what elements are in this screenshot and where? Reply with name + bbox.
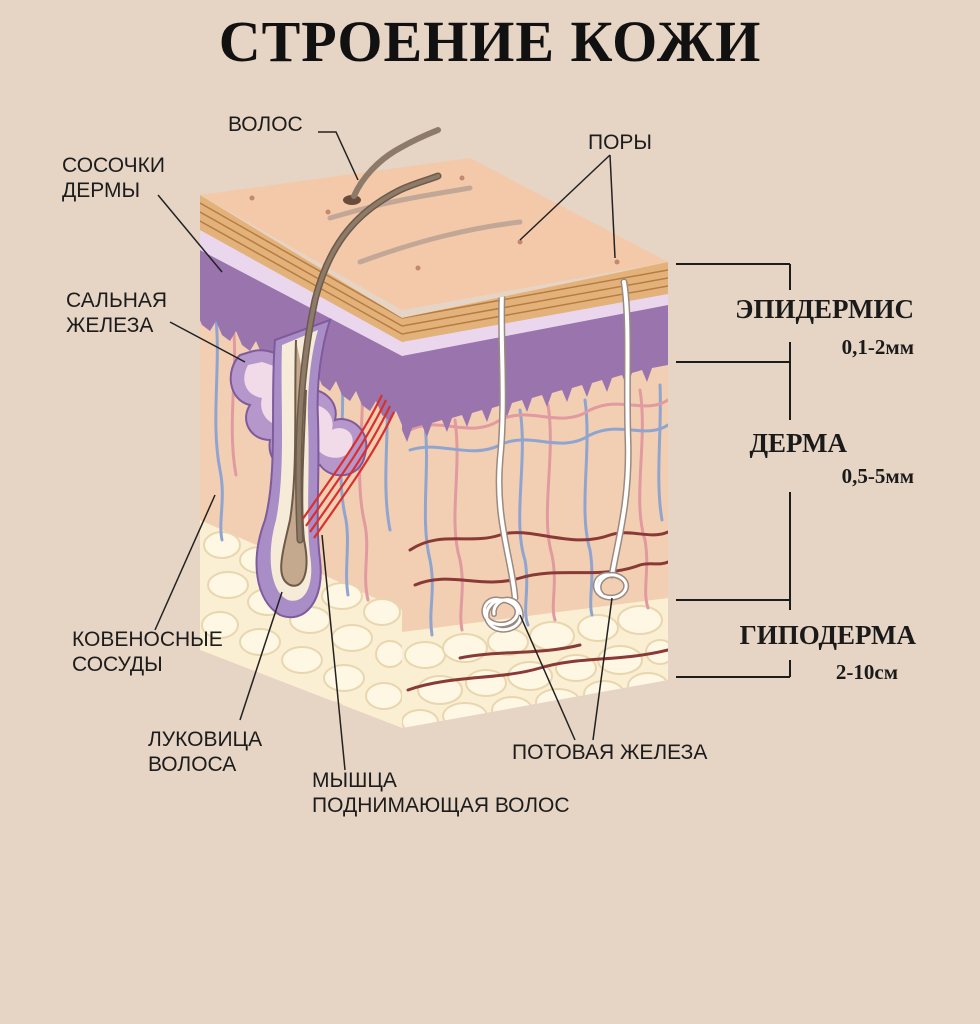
layer-dermis-thickness: 0,5-5мм [841, 464, 914, 488]
front-face [402, 262, 668, 728]
label-line: КОВЕНОСНЫЕ [72, 628, 223, 651]
label-arrector-muscle: МЫШЦА ПОДНИМАЮЩАЯ ВОЛОС [312, 768, 570, 818]
pore-dots [249, 175, 620, 271]
label-dermal-papillae: СОСОЧКИ ДЕРМЫ [62, 153, 165, 203]
label-line: ПОДНИМАЮЩАЯ ВОЛОС [312, 794, 570, 817]
label-line: СОСУДЫ [72, 653, 163, 676]
label-hair: ВОЛОС [228, 113, 303, 136]
label-line: МЫШЦА [312, 769, 397, 792]
label-blood-vessels: КОВЕНОСНЫЕ СОСУДЫ [72, 627, 223, 677]
layer-brackets [676, 263, 791, 678]
leader-lines [154, 131, 616, 771]
label-line: САЛЬНАЯ [66, 289, 168, 312]
layer-dermis-name: ДЕРМА [749, 428, 847, 458]
label-hair-bulb: ЛУКОВИЦА ВОЛОСА [148, 727, 262, 777]
label-line: ДЕРМЫ [62, 179, 141, 202]
label-pores: ПОРЫ [588, 131, 653, 154]
layer-epidermis-thickness: 0,1-2мм [841, 335, 914, 359]
skin-surface [200, 158, 668, 310]
label-line: ЖЕЛЕЗА [66, 314, 154, 337]
label-sebaceous-gland: САЛЬНАЯ ЖЕЛЕЗА [66, 288, 167, 338]
layer-hypodermis-name: ГИПОДЕРМА [739, 620, 916, 650]
label-line: ВОЛОСА [148, 753, 237, 776]
page-title: СТРОЕНИЕ КОЖИ [218, 9, 762, 74]
layer-epidermis-name: ЭПИДЕРМИС [735, 294, 914, 324]
label-line: СОСОЧКИ [62, 154, 165, 177]
label-line: ЛУКОВИЦА [148, 728, 263, 751]
label-sweat-gland: ПОТОВАЯ ЖЕЛЕЗА [512, 741, 708, 764]
layer-hypodermis-thickness: 2-10см [835, 660, 898, 684]
